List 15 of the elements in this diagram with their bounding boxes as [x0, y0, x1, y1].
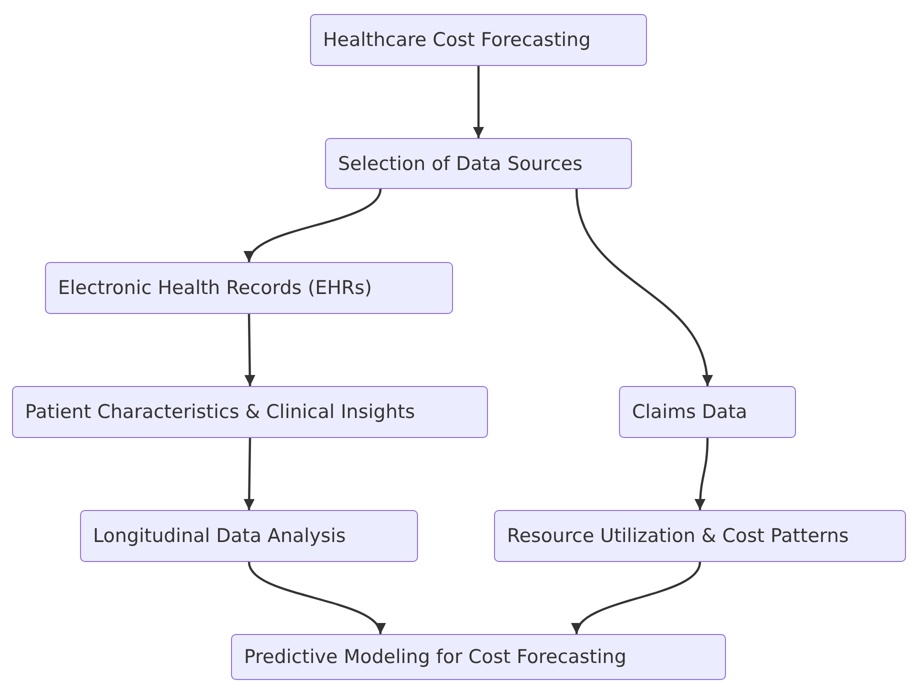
process-box: Longitudinal Data Analysis	[80, 510, 418, 562]
arrow	[473, 66, 484, 138]
arrow	[246, 188, 382, 262]
arrow	[574, 562, 702, 634]
process-box: Resource Utilization & Cost Patterns	[494, 510, 906, 562]
arrow	[244, 438, 255, 510]
arrow	[244, 314, 256, 386]
process-box: Claims Data	[619, 386, 796, 438]
process-box: Selection of Data Sources	[325, 138, 632, 189]
process-box: Electronic Health Records (EHRs)	[45, 262, 453, 314]
arrow	[575, 188, 712, 386]
process-box: Healthcare Cost Forecasting	[310, 14, 647, 66]
arrow	[694, 438, 709, 510]
process-box: Patient Characteristics & Clinical Insights	[12, 386, 488, 438]
process-box: Predictive Modeling for Cost Forecasting	[231, 634, 726, 680]
